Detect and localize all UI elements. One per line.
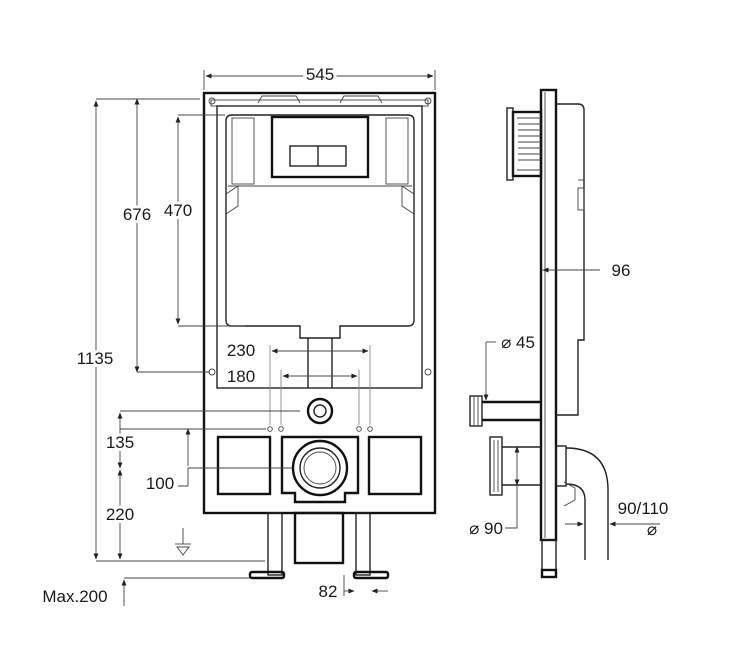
cistern-tank: [225, 114, 415, 339]
dim-180-label: 180: [227, 367, 255, 386]
front-view: [202, 91, 437, 580]
dim-dia-45-label: ⌀ 45: [501, 333, 535, 352]
dim-230-label: 230: [227, 341, 255, 360]
water-inlet: [306, 397, 334, 425]
side-frame-bar: [539, 88, 558, 542]
drain-outlet: [291, 439, 349, 497]
dim-82-label: 82: [319, 582, 338, 601]
leg-left: [267, 512, 283, 576]
dim-max-200-label: Max.200: [42, 587, 107, 606]
side-leg: [541, 539, 557, 571]
mount-box-left: [216, 435, 272, 496]
cistern-panel: [216, 105, 423, 389]
dim-676-label: 676: [123, 205, 151, 224]
dim-width-label: 545: [306, 65, 334, 84]
frame-screw: [424, 368, 432, 376]
side-dimensions: 96 ⌀ 45 ⌀ 90 90/110 ⌀: [469, 261, 668, 539]
frame-screw: [208, 97, 216, 105]
dim-135-label: 135: [106, 433, 134, 452]
side-soil-pipe: [565, 447, 609, 560]
side-drain-pipe: [489, 436, 503, 496]
dim-dia-90-label: ⌀ 90: [469, 519, 503, 538]
flush-plate: [270, 115, 370, 179]
dim-220-label: 220: [106, 505, 134, 524]
foot-right: [352, 570, 390, 580]
side-flush-plate: [511, 110, 543, 178]
frame-screw: [424, 97, 432, 105]
pan-connector-housing: [280, 435, 360, 504]
frame-outline: [202, 91, 437, 515]
side-water-inlet: [469, 395, 483, 427]
dim-470-label: 470: [164, 201, 192, 220]
dim-96-label: 96: [612, 261, 631, 280]
foot-left: [248, 570, 286, 580]
floor-level-arrow-icon: [175, 528, 191, 556]
side-view: [469, 88, 609, 579]
side-cistern: [556, 103, 585, 416]
drain-pipe-extension: [293, 511, 345, 565]
front-dimensions: 545 1135 676 470 230 180 135 1: [42, 62, 436, 606]
leg-right: [355, 512, 371, 576]
mount-box-right: [367, 435, 423, 496]
dim-total-height-label: 1135: [77, 349, 114, 368]
side-soil-connector: [555, 445, 567, 487]
diameter-symbol-icon: ⌀: [647, 520, 657, 539]
dim-90-110-label: 90/110: [618, 499, 669, 518]
dim-100-label: 100: [146, 474, 174, 493]
